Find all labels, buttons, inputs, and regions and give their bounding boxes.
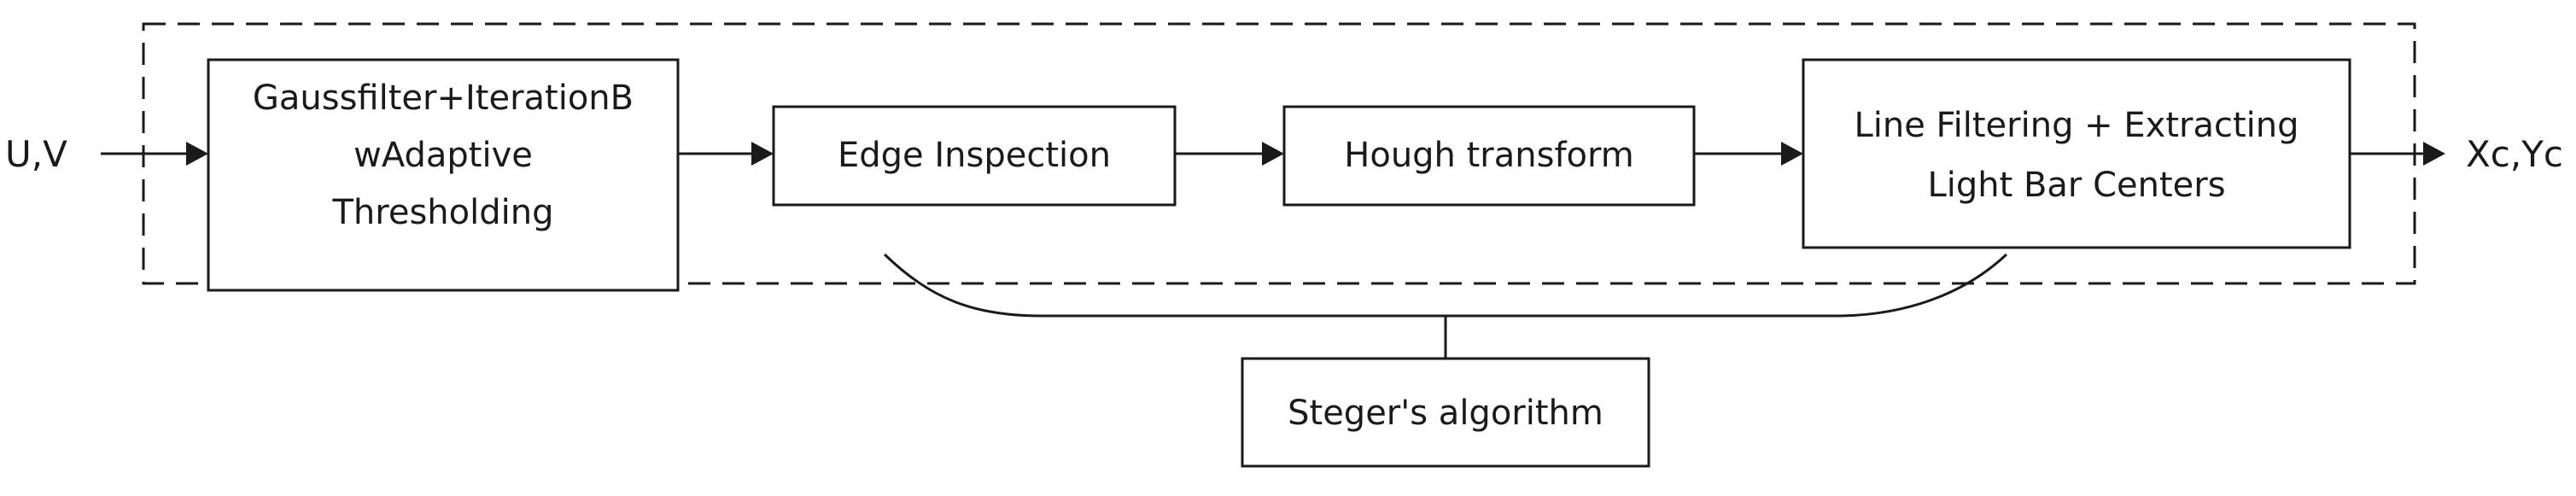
arrow-edge-to-hough (1175, 142, 1284, 166)
steger-brace-curve (883, 253, 2008, 318)
steger-algorithm-label: Steger's algorithm (1288, 394, 1603, 433)
input-arrow (101, 142, 208, 166)
step-box-hough-transform (1282, 105, 1696, 207)
step-edge-label: Edge Inspection (838, 136, 1111, 175)
output-arrow (2350, 142, 2445, 166)
step-gauss-line-2: wAdaptive (353, 136, 533, 175)
input-label: U,V (5, 133, 67, 175)
step-box-gauss-threshold (207, 58, 680, 292)
step-hough-label: Hough transform (1344, 136, 1633, 175)
step-box-edge-inspection (772, 105, 1177, 207)
step-box-line-filtering (1802, 58, 2351, 249)
step-gauss-line-1: Gaussfilter+IterationB (253, 79, 634, 118)
step-line-filtering-line-1: Line Filtering + Extracting (1854, 106, 2299, 145)
output-label: Xc,Yc (2466, 133, 2563, 175)
step-gauss-line-3: Thresholding (332, 193, 554, 232)
step-line-filtering-line-2: Light Bar Centers (1927, 166, 2225, 205)
arrow-hough-to-line-filtering (1694, 142, 1803, 166)
arrow-gauss-to-edge (678, 142, 774, 166)
steger-algorithm-box (1241, 357, 1650, 468)
